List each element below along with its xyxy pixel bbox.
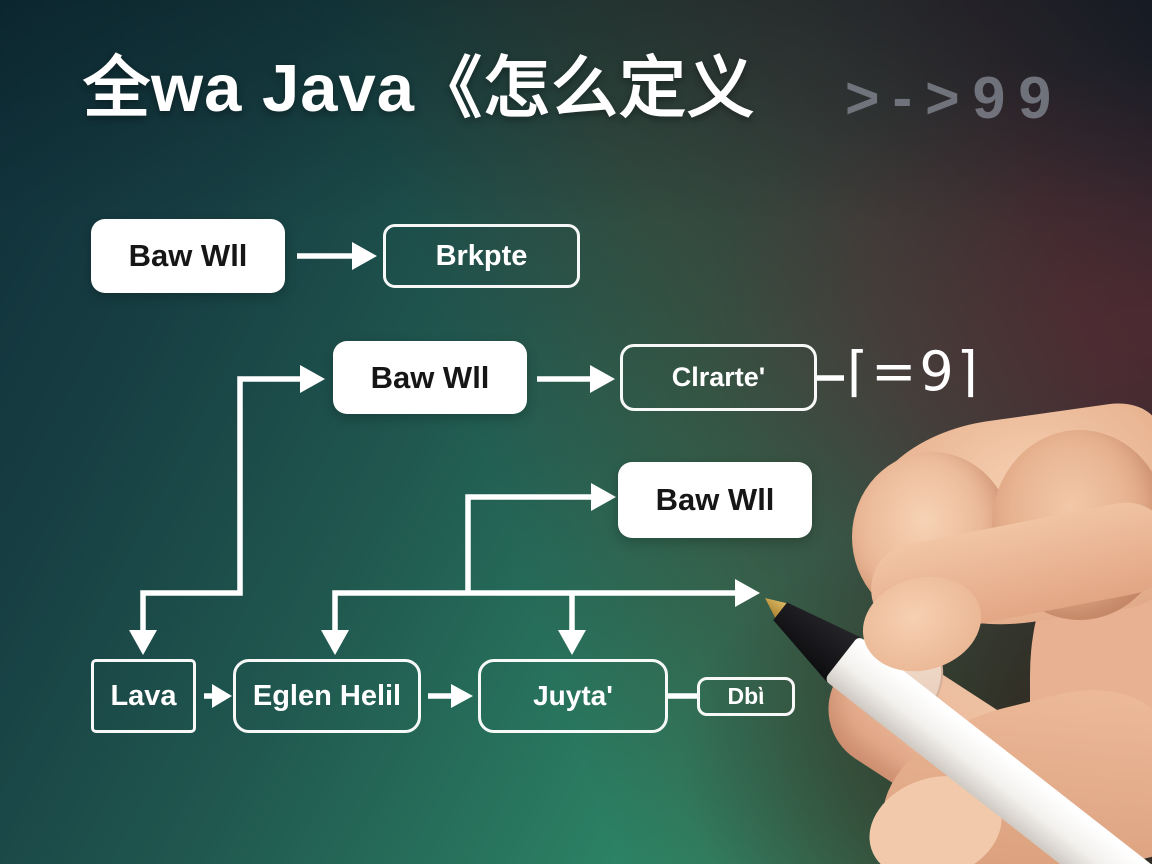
title-counter: >->99 [845, 65, 1065, 131]
flow-box-clrarte: Clrarte' [620, 344, 817, 411]
annotation-eq9: ⌈=9⌉ [847, 340, 981, 403]
flow-box-dbt: Dbὶ [697, 677, 795, 716]
flow-box-brkpte: Brkpte [383, 224, 580, 288]
flow-box-baw-wll-1: Baw Wll [91, 219, 285, 293]
flow-box-baw-wll-2: Baw Wll [333, 341, 527, 414]
flow-box-baw-wll-3: Baw Wll [618, 462, 812, 538]
flow-box-lava: Lava [91, 659, 196, 733]
page-title: 全wa Java《怎么定义 [83, 51, 756, 126]
flow-box-juyta: Juyta' [478, 659, 668, 733]
flow-box-eglen-helil: Eglen Helil [233, 659, 421, 733]
